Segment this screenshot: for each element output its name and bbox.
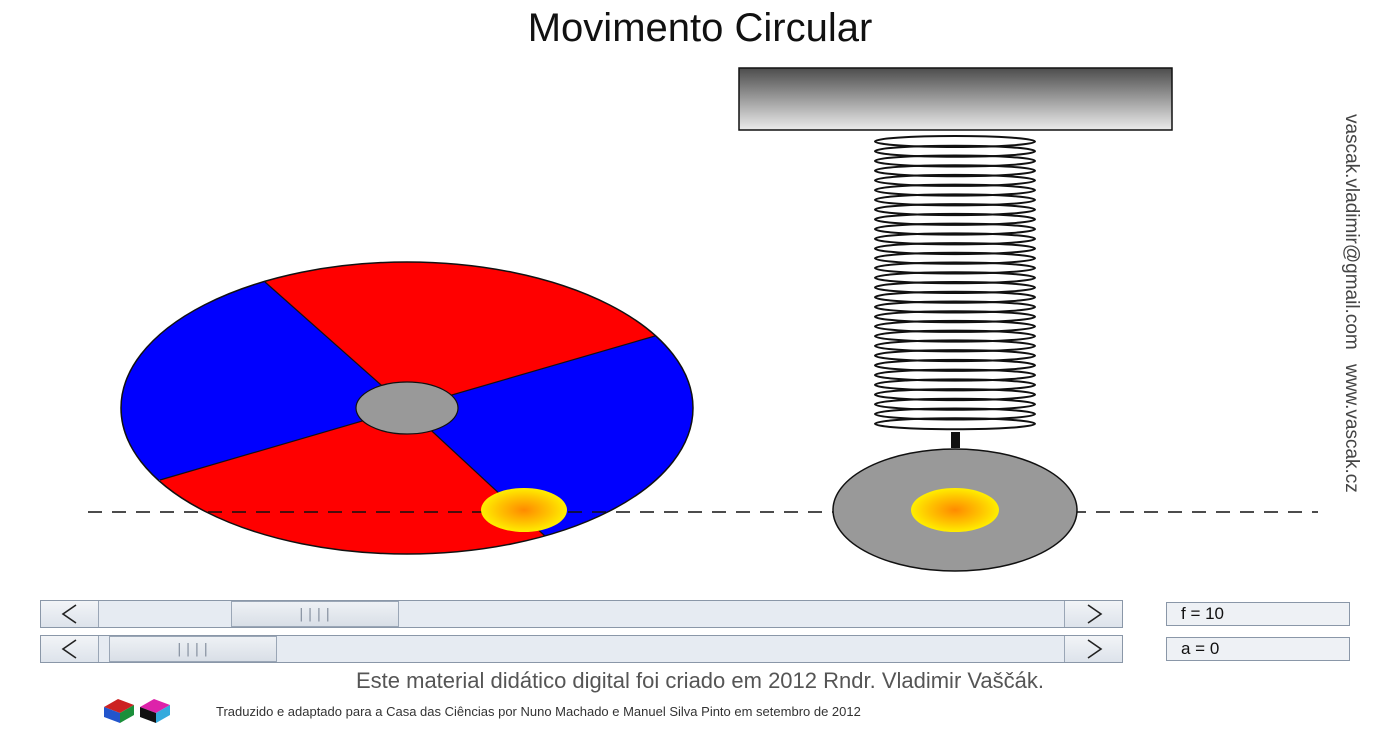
grip-icon: ||||: [175, 641, 211, 657]
disk-sector-red-bottom: [130, 408, 545, 554]
casa-das-ciencias-logo: [104, 699, 170, 723]
spring: [874, 135, 1036, 431]
amplitude-slider-thumb[interactable]: ||||: [109, 636, 277, 662]
amplitude-slider[interactable]: ||||: [40, 635, 1123, 663]
disk-sector-red-top-fill: [180, 262, 407, 408]
chevron-left-icon: [61, 604, 76, 624]
spring-coil: [874, 193, 1036, 207]
spring-coil: [874, 329, 1036, 343]
chevron-right-icon: [1087, 639, 1102, 659]
spring-coil: [874, 242, 1036, 256]
spring-coil: [874, 261, 1036, 275]
spring-coil: [874, 388, 1036, 402]
spring-coil: [874, 173, 1036, 187]
spring-coil: [874, 290, 1036, 304]
chevron-left-icon: [61, 639, 76, 659]
spring-coil: [874, 271, 1036, 285]
spring-coil: [874, 154, 1036, 168]
spring-coil: [874, 407, 1036, 421]
author-website[interactable]: www.vascak.cz: [1341, 364, 1362, 493]
frequency-slider[interactable]: ||||: [40, 600, 1123, 628]
spring-coil: [874, 281, 1036, 294]
spring-support-block: [738, 67, 1173, 131]
rotating-disk: [120, 261, 694, 555]
spring-coil: [874, 251, 1036, 265]
amplitude-slider-track[interactable]: ||||: [99, 636, 1064, 662]
spring-coil: [874, 378, 1036, 392]
frequency-decrease-button[interactable]: [41, 601, 99, 627]
spring-coil: [874, 310, 1036, 324]
spring-coil: [874, 397, 1036, 411]
amplitude-decrease-button[interactable]: [41, 636, 99, 662]
spring-coil: [874, 164, 1036, 178]
credit-text: Este material didático digital foi criad…: [355, 668, 1045, 693]
spring-coil: [874, 358, 1036, 372]
spring-coil: [874, 212, 1036, 226]
frequency-increase-button[interactable]: [1064, 601, 1122, 627]
amplitude-value: a = 0: [1166, 637, 1350, 661]
spring-coil: [874, 339, 1036, 353]
spring-coil: [874, 319, 1036, 333]
frequency-value: f = 10: [1166, 602, 1350, 626]
spring-coil: [874, 135, 1036, 148]
spring-coil: [874, 300, 1036, 314]
spring-connector: [951, 432, 960, 448]
spring-coil: [874, 183, 1036, 197]
spring-coil: [874, 232, 1036, 246]
chevron-right-icon: [1087, 604, 1102, 624]
grip-icon: ||||: [297, 606, 333, 622]
amplitude-increase-button[interactable]: [1064, 636, 1122, 662]
page-title: Movimento Circular: [527, 6, 873, 50]
spring-coil: [874, 203, 1036, 217]
spring-coil: [874, 222, 1036, 236]
frequency-slider-track[interactable]: ||||: [99, 601, 1064, 627]
spring-coil: [874, 368, 1036, 382]
spring-coil: [874, 144, 1036, 158]
translation-credit: Traduzido e adaptado para a Casa das Ciê…: [216, 704, 861, 719]
disk-ball: [481, 488, 567, 532]
disk-sector-red-top: [180, 262, 693, 408]
spring-coil: [874, 349, 1036, 363]
mass-ball: [911, 488, 999, 532]
frequency-slider-thumb[interactable]: ||||: [231, 601, 399, 627]
spring-coil: [874, 417, 1036, 431]
author-email: vascak.vladimir@gmail.com: [1341, 114, 1362, 350]
disk-hub: [355, 381, 459, 435]
